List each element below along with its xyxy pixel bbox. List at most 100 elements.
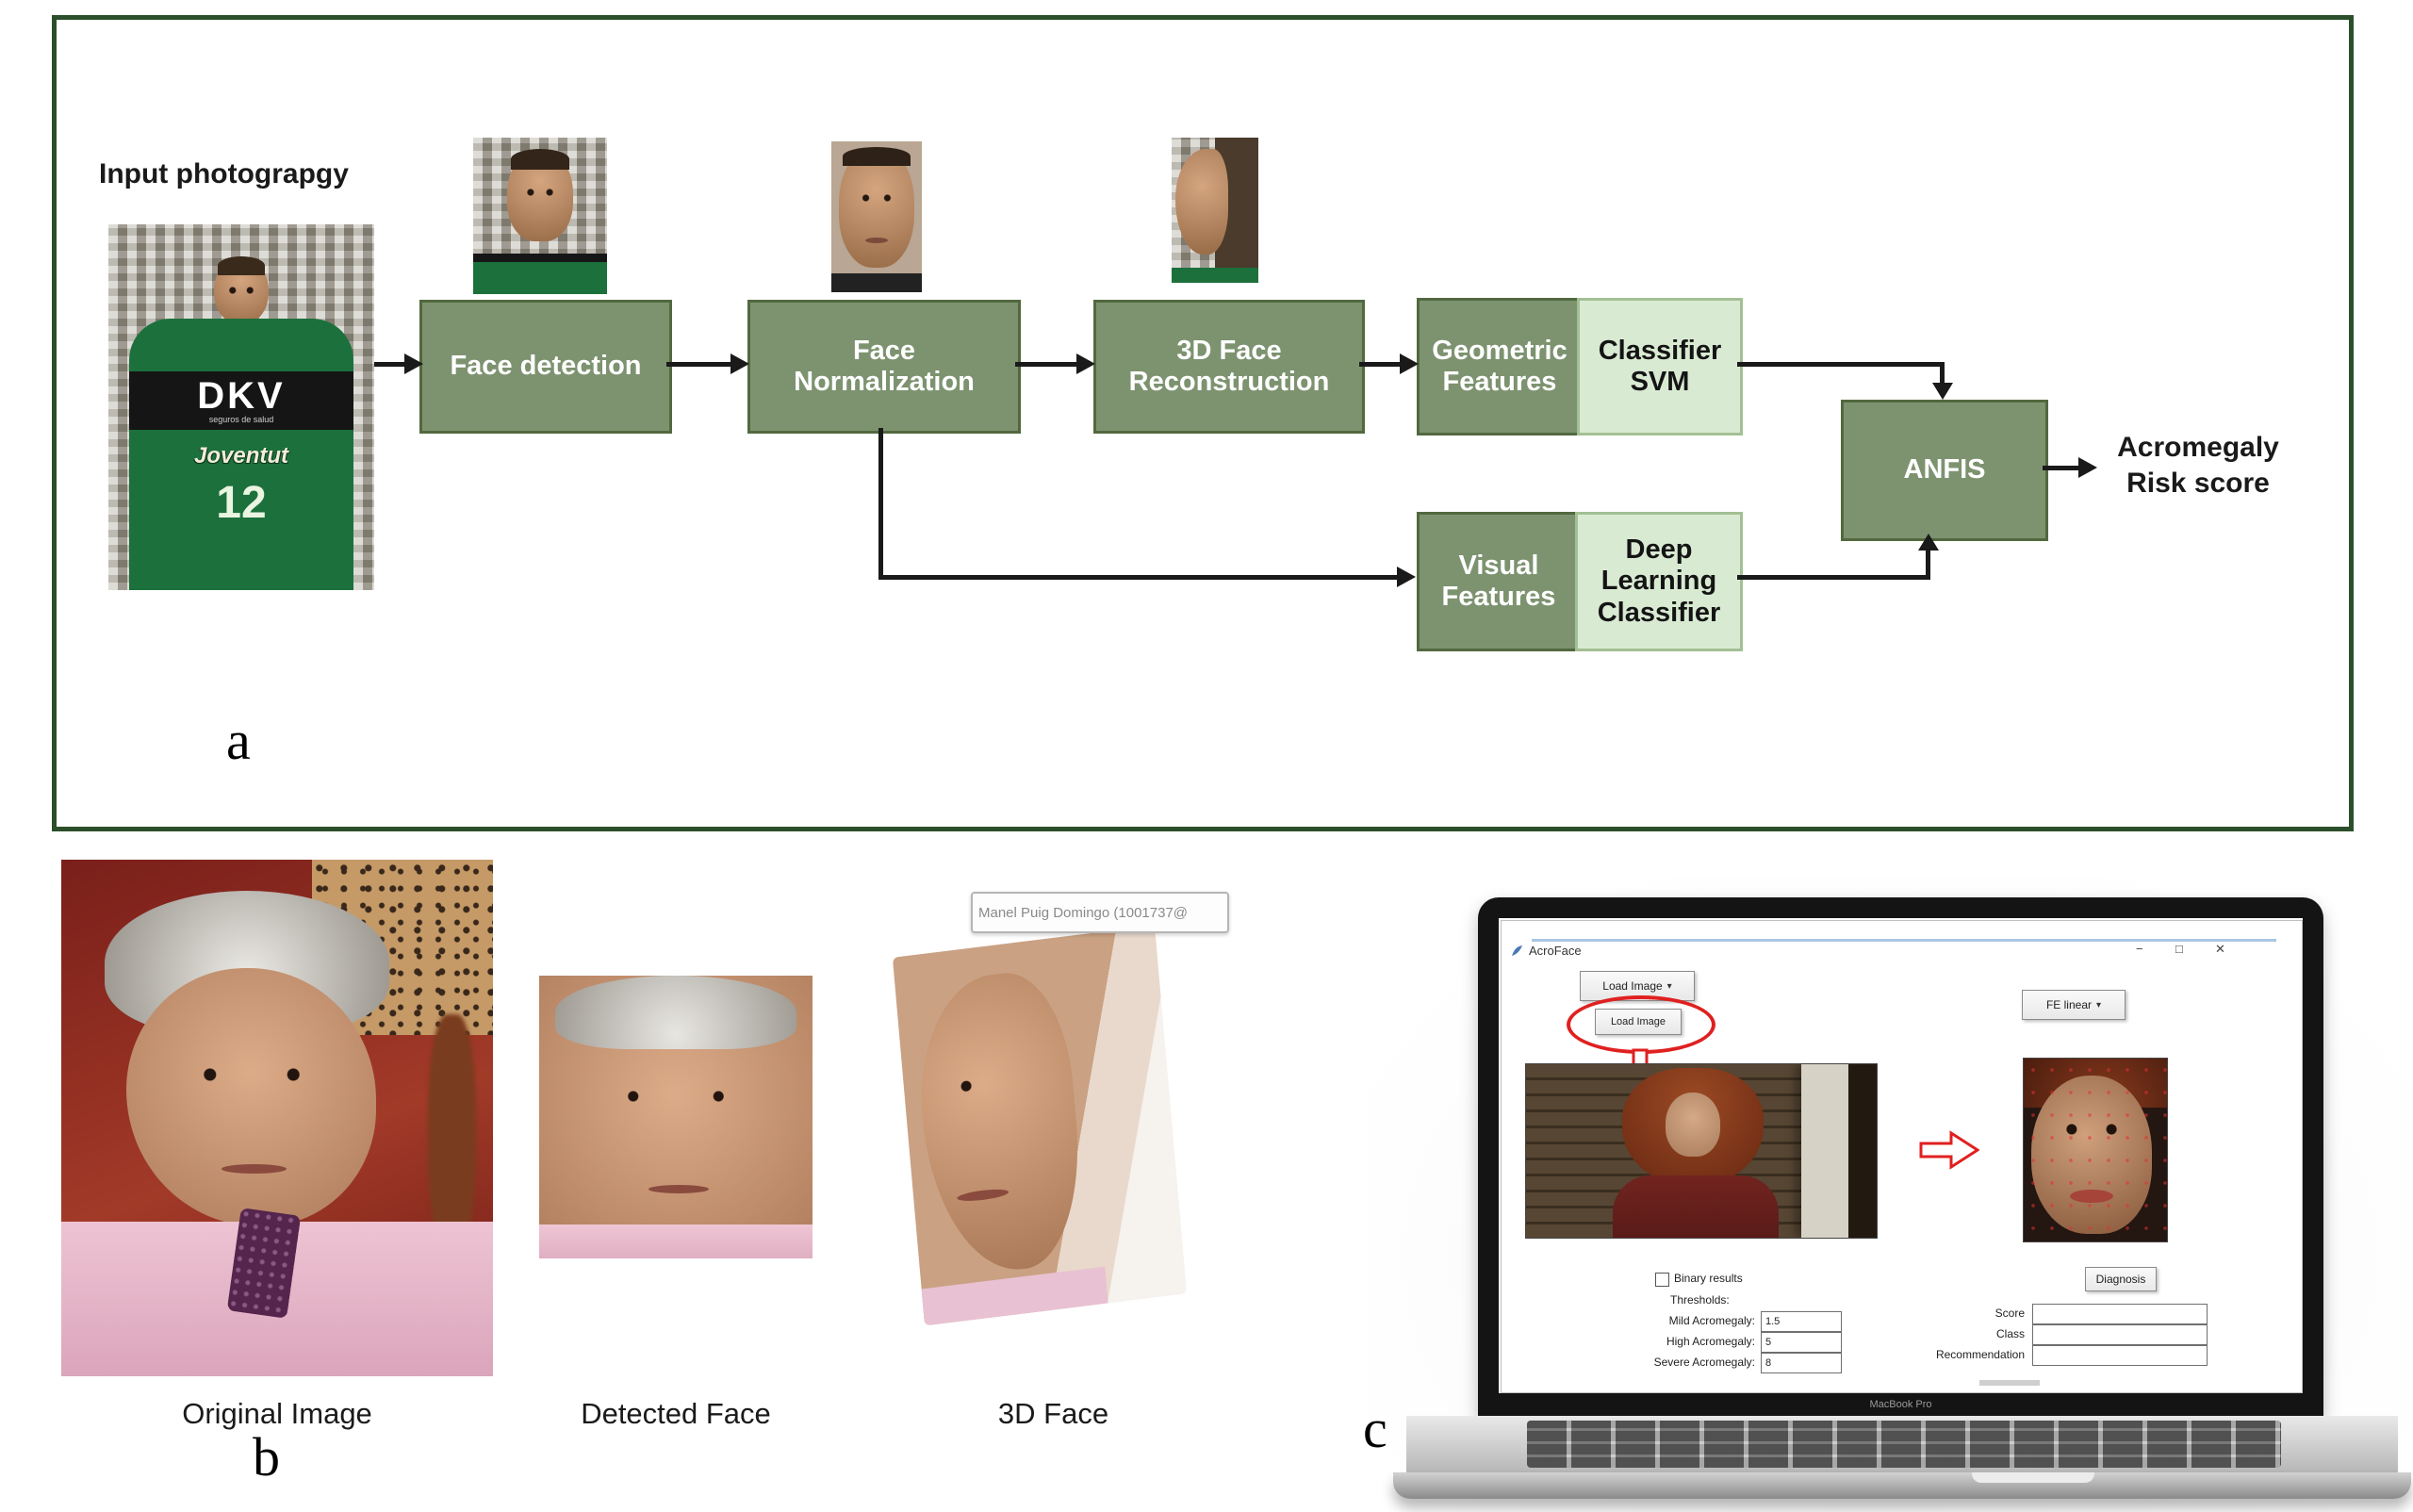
- line-segment: [878, 575, 1397, 580]
- arrow-right-icon: [730, 353, 749, 374]
- binary-results-label: Binary results: [1674, 1272, 1743, 1285]
- score-label: Score: [1994, 1307, 2025, 1320]
- wall-panel: [1801, 1064, 1848, 1238]
- player-jersey: DKV seguros de salud Joventut 12: [129, 319, 353, 590]
- recommendation-label: Recommendation: [1935, 1348, 2025, 1361]
- detected-face-thumbnail: [473, 138, 607, 294]
- dark-edge: [1848, 1064, 1877, 1238]
- high-acromegaly-input[interactable]: 5: [1761, 1332, 1842, 1353]
- pink-shirt: [539, 1224, 813, 1258]
- norm-eyes: [852, 192, 901, 204]
- load-image-dropdown-label: Load Image: [1602, 979, 1663, 993]
- face-normalization-box: Face Normalization: [747, 300, 1021, 434]
- input-photo-caption: Input photograpgy: [99, 158, 349, 189]
- visual-features-box: Visual Features: [1417, 512, 1581, 651]
- jersey-number-text: 12: [216, 478, 267, 528]
- window-title: AcroFace: [1529, 944, 1582, 958]
- screen-bezel-bottom: MacBook Pro: [1478, 1393, 2323, 1416]
- reconstructed-face-thumbnail: [1172, 138, 1258, 283]
- chevron-down-icon: ▾: [1666, 980, 1672, 992]
- thumb-jersey: [473, 254, 607, 294]
- acromegaly-risk-score-label: Acromegaly Risk score: [2117, 432, 2279, 499]
- detected-face-image: [539, 976, 813, 1258]
- laptop-base: [1393, 1472, 2411, 1499]
- face-reconstruction-box: 3D Face Reconstruction: [1093, 300, 1365, 434]
- thumb-hair: [511, 149, 569, 170]
- gray-hair: [555, 976, 796, 1049]
- fe-linear-label: FE linear: [2045, 998, 2092, 1011]
- line-segment: [1737, 575, 1930, 580]
- thumb-face: [507, 149, 573, 241]
- player-head: [214, 256, 269, 324]
- woman-sweater: [1613, 1175, 1779, 1238]
- panel-letter-b: b: [253, 1426, 280, 1487]
- geometric-features-box: Geometric Features: [1417, 298, 1583, 436]
- norm-mouth: [865, 238, 888, 243]
- recommendation-field[interactable]: [2032, 1345, 2208, 1366]
- line-segment: [374, 362, 404, 367]
- class-field[interactable]: [2032, 1324, 2208, 1345]
- analyzed-face-image: [2023, 1058, 2168, 1242]
- line-segment: [1359, 362, 1400, 367]
- eyes: [594, 1089, 758, 1104]
- device-brand-label: MacBook Pro: [1869, 1399, 1932, 1410]
- norm-hair: [843, 147, 911, 166]
- arrow-down-icon: [1932, 383, 1953, 400]
- jersey-brand-text: DKV: [197, 375, 286, 417]
- hair-strand: [428, 1014, 476, 1253]
- panel-letter-c: c: [1363, 1398, 1387, 1459]
- fe-linear-dropdown[interactable]: FE linear ▾: [2022, 990, 2126, 1020]
- model-tooltip-text: Manel Puig Domingo (1001737@: [978, 904, 1189, 921]
- woman-face: [1666, 1093, 1720, 1157]
- face-mesh-plane: [892, 925, 1188, 1326]
- mild-acromegaly-label: Mild Acromegaly:: [1668, 1314, 1755, 1327]
- keyboard-keys: [1527, 1421, 2281, 1468]
- arrow-right-icon: [2078, 457, 2097, 478]
- face-detection-box: Face detection: [419, 300, 672, 434]
- anfis-box: ANFIS: [1841, 400, 2048, 541]
- norm-face: [839, 147, 914, 268]
- maximize-button[interactable]: □: [2175, 942, 2183, 956]
- laptop-keyboard-deck: [1406, 1416, 2398, 1472]
- input-photograph: DKV seguros de salud Joventut 12: [108, 224, 374, 590]
- model-tooltip: Manel Puig Domingo (1001737@: [971, 892, 1229, 933]
- eye: [959, 1078, 974, 1094]
- binary-results-checkbox[interactable]: [1655, 1273, 1669, 1287]
- jersey-sponsor-band: DKV seguros de salud: [129, 371, 353, 430]
- jersey-team-text: Joventut: [193, 443, 288, 468]
- mild-acromegaly-input[interactable]: 1.5: [1761, 1311, 1842, 1332]
- classifier-svm-box: Classifier SVM: [1577, 298, 1743, 436]
- thumb-eyes: [518, 187, 562, 198]
- line-segment: [2043, 466, 2078, 470]
- severe-acromegaly-input[interactable]: 8: [1761, 1353, 1842, 1373]
- three-d-face-image: Manel Puig Domingo (1001737@: [891, 892, 1229, 1343]
- chevron-down-icon: ▾: [2096, 999, 2102, 1011]
- app-feather-icon: [1512, 945, 1522, 956]
- window-top-accent: [1532, 939, 2276, 942]
- caption-original-image: Original Image: [182, 1397, 372, 1430]
- mouth: [956, 1187, 1010, 1204]
- arrow-right-icon: [1400, 353, 1419, 374]
- severe-acromegaly-label: Severe Acromegaly:: [1653, 1356, 1755, 1369]
- minimize-button[interactable]: −: [2136, 942, 2143, 956]
- line-segment: [878, 428, 883, 580]
- mouth: [648, 1185, 709, 1193]
- red-highlight-ellipse: [1567, 995, 1715, 1054]
- class-label: Class: [1995, 1327, 2025, 1340]
- arrow-right-icon: [404, 353, 423, 374]
- profile-face-shape: [911, 966, 1089, 1280]
- profile-face: [1175, 149, 1228, 255]
- score-field[interactable]: [2032, 1304, 2208, 1324]
- thresholds-label: Thresholds:: [1670, 1293, 1730, 1307]
- deep-learning-classifier-box: Deep Learning Classifier: [1575, 512, 1743, 651]
- high-acromegaly-label: High Acromegaly:: [1666, 1335, 1755, 1348]
- arrow-up-icon: [1918, 534, 1939, 551]
- diagnosis-button[interactable]: Diagnosis: [2085, 1267, 2157, 1291]
- original-image: [61, 860, 493, 1376]
- close-button[interactable]: ✕: [2215, 942, 2225, 956]
- line-segment: [1926, 551, 1930, 580]
- pink-collar: [921, 1266, 1108, 1326]
- line-segment: [1940, 362, 1945, 383]
- mouth: [221, 1164, 287, 1175]
